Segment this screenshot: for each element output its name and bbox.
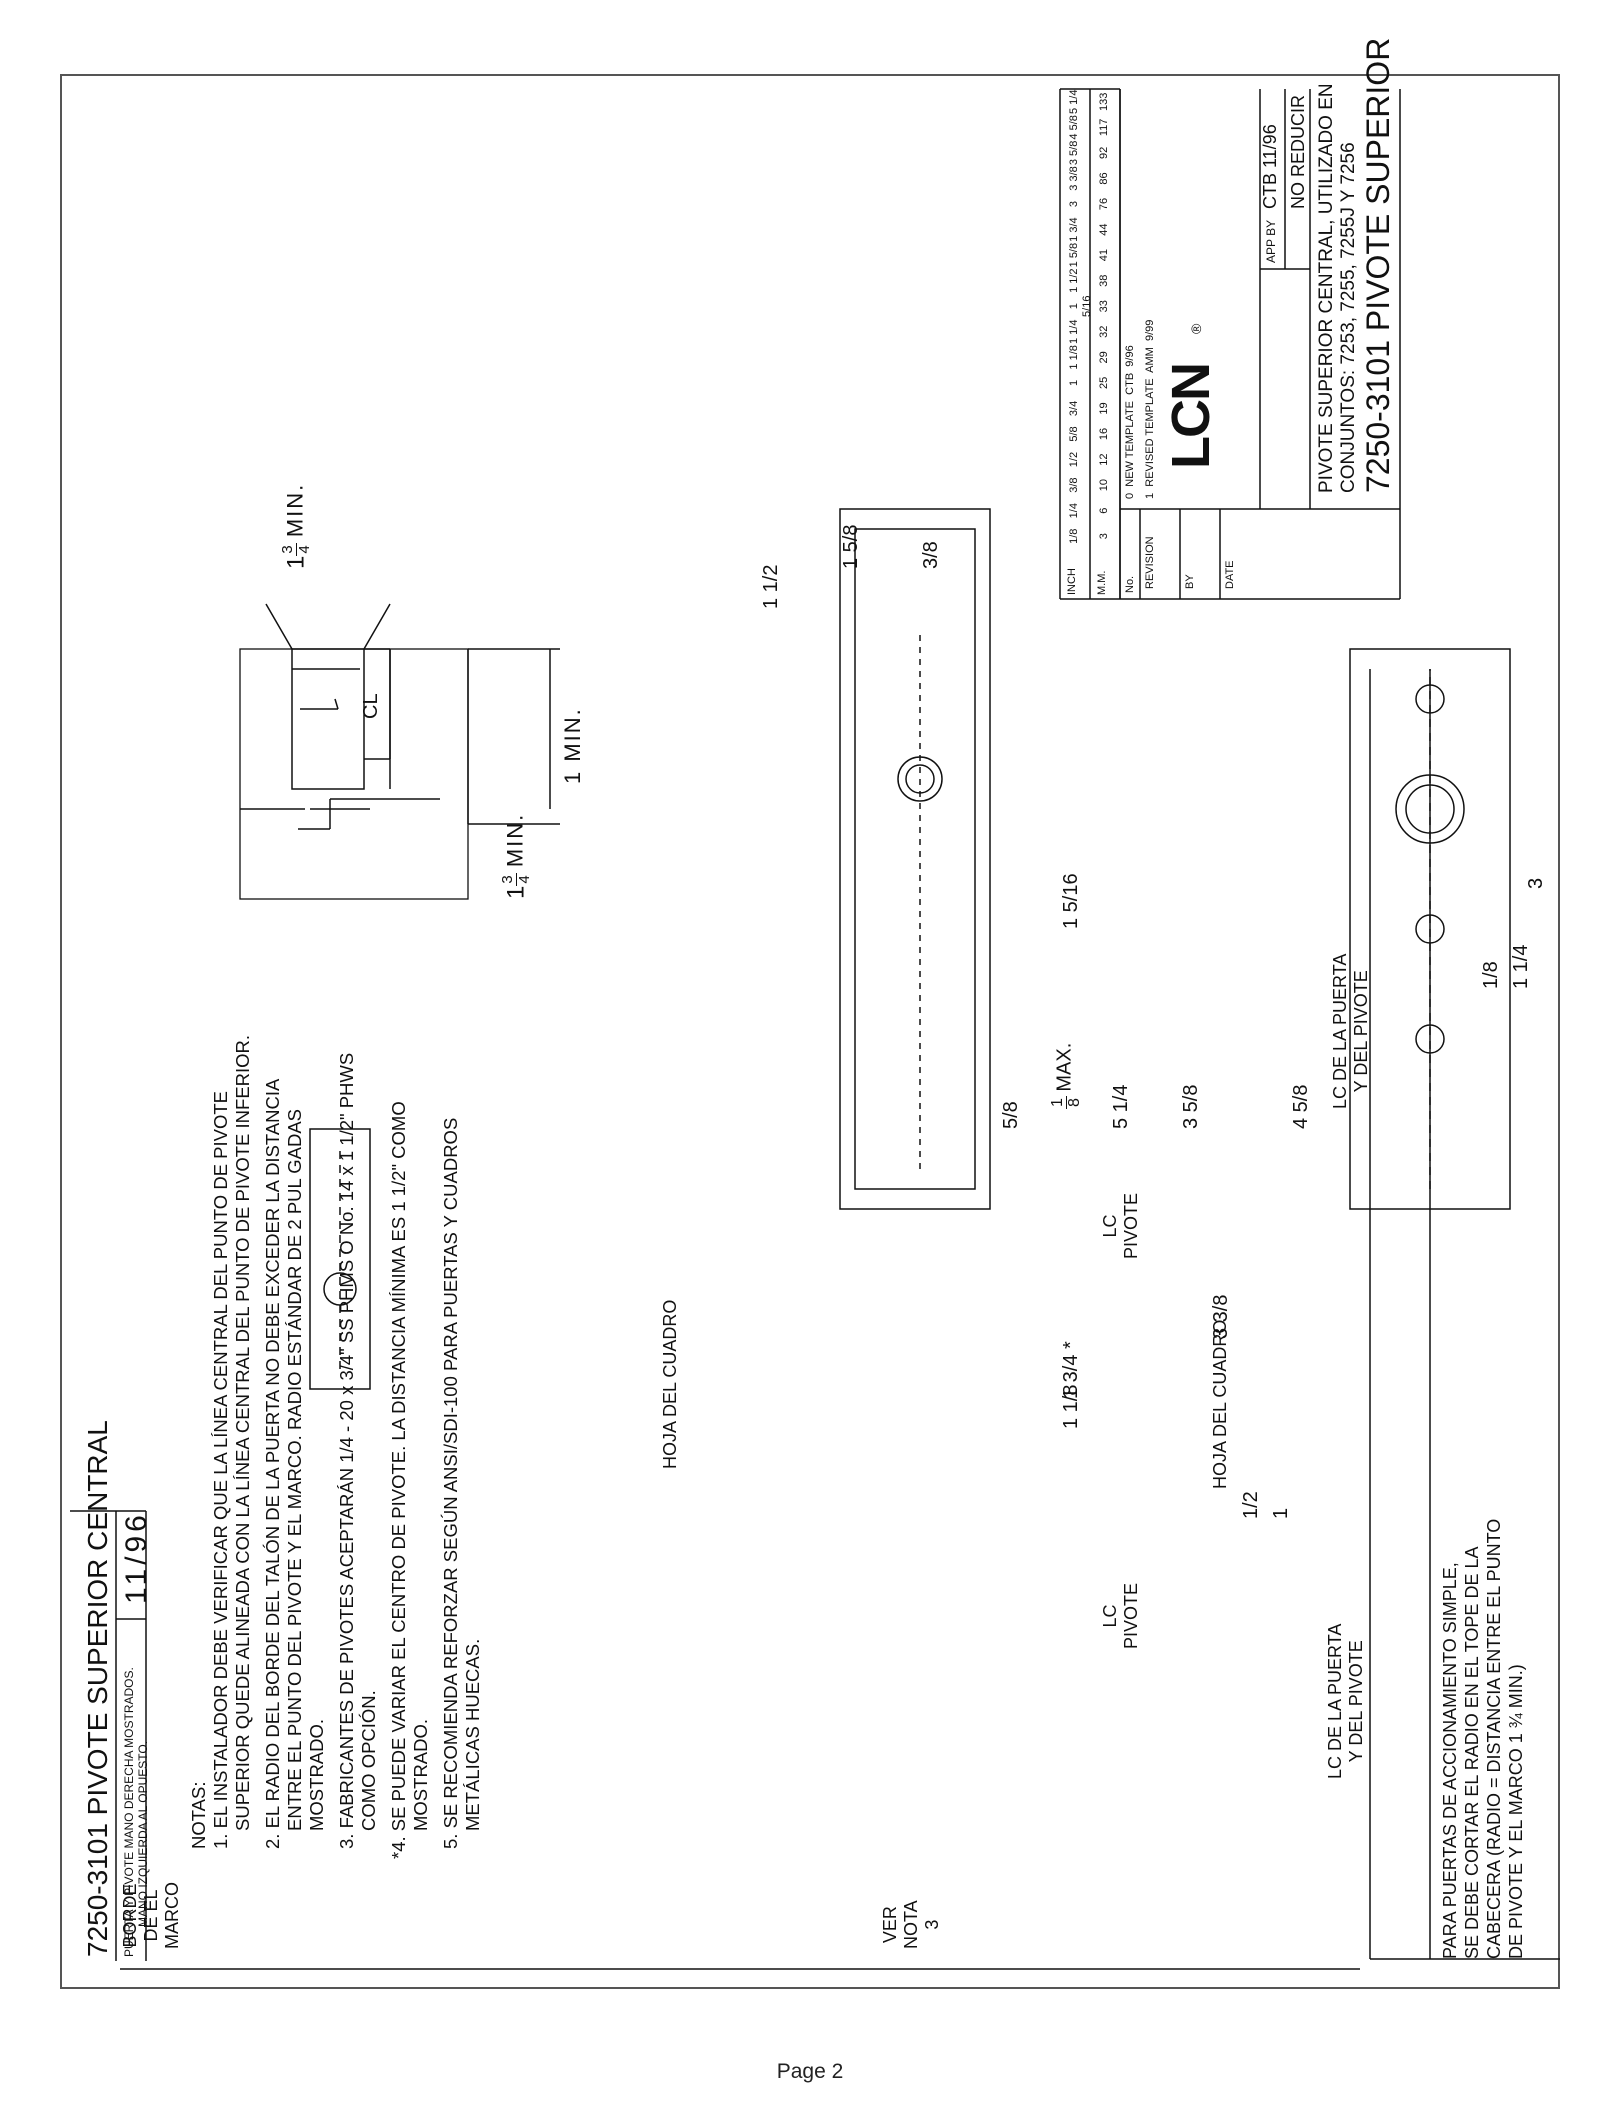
dim-1-1-4: 1 1/4 xyxy=(1510,944,1532,989)
title-desc-2: CONJUNTOS: 7253, 7255, 7255J Y 7256 xyxy=(1338,142,1359,493)
dim-half: 1/2 xyxy=(1240,1491,1262,1519)
single-action-line: DE PIVOTE Y EL MARCO 1 ¾ MIN.) xyxy=(1506,1664,1526,1959)
drawing-frame xyxy=(60,74,1560,1989)
conversion-inch-cell: 3 5/8 xyxy=(1068,140,1080,166)
conversion-inch-cell: 1/4 xyxy=(1068,503,1080,519)
dim-1-3-4: 1 3/4 * xyxy=(1060,1341,1082,1399)
rev-header-by: BY xyxy=(1184,574,1196,589)
rev-header-no: No. xyxy=(1124,575,1136,593)
dim-1: 1 xyxy=(1270,1507,1292,1519)
no-reducir: NO REDUCIR xyxy=(1288,94,1308,209)
hoja-cuadro-label-2: HOJA DEL CUADRO xyxy=(660,1299,680,1469)
dim-1-5-8: 1 5/8 xyxy=(840,524,862,569)
conversion-mm-cell: 117 xyxy=(1098,118,1110,137)
conversion-mm-cell: 3 xyxy=(1098,533,1110,540)
dim-5-1-4: 5 1/4 xyxy=(1110,1084,1132,1129)
app-by-label: APP BY xyxy=(1264,219,1278,263)
rev-header-date: DATE xyxy=(1224,560,1236,589)
conversion-mm-cell: 19 xyxy=(1098,402,1110,415)
conversion-mm-cell: 10 xyxy=(1098,479,1110,492)
conversion-inch-cell: 1 3/4 xyxy=(1068,217,1080,242)
dim-1-8: 1/8 xyxy=(1480,961,1502,989)
lcn-logo: LCN xyxy=(1161,364,1221,469)
dim-1-5-16: 1 5/16 xyxy=(1060,873,1082,929)
dim-1-min: 1 MIN. xyxy=(560,707,585,784)
conversion-inch-cell: 1/8 xyxy=(1068,528,1080,544)
dim-3: 3 xyxy=(1525,877,1547,889)
rev-row: 1 REVISED TEMPLATE AMM 9/99 xyxy=(1144,319,1156,499)
single-action-line: PARA PUERTAS DE ACCIONAMIENTO SIMPLE, xyxy=(1440,1562,1460,1959)
dim-3-8: 3/8 xyxy=(920,541,942,569)
conversion-mm-cell: 133 xyxy=(1098,92,1110,111)
conversion-inch-cell: 1 5/16 xyxy=(1068,295,1093,317)
single-action-line: CABECERA (RADIO = DISTANCIA ENTRE EL PUN… xyxy=(1484,1518,1504,1959)
conversion-inch-cell: 3 xyxy=(1068,200,1080,208)
conversion-inch-cell: 3/8 xyxy=(1068,477,1080,493)
conversion-mm-cell: 29 xyxy=(1098,351,1110,364)
title-part: 7250-3101 PIVOTE SUPERIOR xyxy=(1360,37,1396,493)
conversion-mm-cell: 25 xyxy=(1098,376,1110,390)
dim-1-1-2: 1 1/2 xyxy=(760,564,782,609)
conversion-mm-cell: 6 xyxy=(1098,507,1110,514)
conversion-mm-cell: 44 xyxy=(1098,223,1110,236)
conversion-inch-cell: 1 1/8 xyxy=(1068,345,1080,370)
dim-3-5-8: 3 5/8 xyxy=(1180,1084,1202,1129)
rev-row: 0 NEW TEMPLATE CTB 9/96 xyxy=(1124,345,1136,499)
dim-5-8: 5/8 xyxy=(1000,1101,1022,1129)
conversion-inch-cell: 5 1/4 xyxy=(1068,89,1080,115)
title-desc-1: PIVOTE SUPERIOR CENTRAL, UTILIZADO EN xyxy=(1316,83,1337,493)
table-row-label: M.M. xyxy=(1096,570,1108,595)
conversion-mm-cell: 32 xyxy=(1098,325,1110,338)
conversion-inch-cell: 3/4 xyxy=(1068,400,1080,417)
conversion-inch-cell: 3 3/8 xyxy=(1068,166,1080,191)
conversion-inch-cell: 1 5/8 xyxy=(1068,242,1080,268)
app-by-value: CTB 11/96 xyxy=(1260,124,1280,209)
centerline-symbol: CL xyxy=(360,693,382,719)
conversion-mm-cell: 33 xyxy=(1098,300,1110,313)
page-footer: Page 2 xyxy=(776,2060,844,2083)
rev-header-revision: REVISION xyxy=(1144,536,1156,589)
conversion-mm-cell: 41 xyxy=(1098,249,1110,262)
drawing-lines xyxy=(70,88,1560,1970)
conversion-inch-cell: 5/8 xyxy=(1068,426,1080,442)
rotated-drawing-sheet: 7250-3101 PIVOTE SUPERIOR CENTRAL PUERTA… xyxy=(60,38,1560,1989)
conversion-inch-cell: 1 xyxy=(1068,379,1080,386)
hoja-cuadro-label: HOJA DEL CUADRO xyxy=(1210,1319,1230,1489)
dim-4-5-8: 4 5/8 xyxy=(1290,1084,1312,1129)
conversion-inch-cell: 1 1/4 xyxy=(1068,319,1080,345)
single-action-line: SE DEBE CORTAR EL RADIO EN EL TOPE DE LA xyxy=(1462,1546,1482,1959)
conversion-mm-cell: 92 xyxy=(1098,146,1110,160)
conversion-mm-cell: 76 xyxy=(1098,197,1110,211)
conversion-mm-cell: 16 xyxy=(1098,427,1110,441)
conversion-inch-cell: 4 5/8 xyxy=(1068,115,1080,140)
dim-3-3-8: 3 3/8 xyxy=(1210,1294,1232,1339)
table-row-label: INCH xyxy=(1066,568,1078,595)
conversion-inch-cell: 1/2 xyxy=(1068,451,1080,468)
conversion-mm-cell: 86 xyxy=(1098,172,1110,185)
conversion-mm-cell: 38 xyxy=(1098,274,1110,287)
registered-mark-icon: ® xyxy=(1188,323,1204,334)
conversion-mm-cell: 12 xyxy=(1098,453,1110,466)
conversion-inch-cell: 1 1/2 xyxy=(1068,268,1080,293)
